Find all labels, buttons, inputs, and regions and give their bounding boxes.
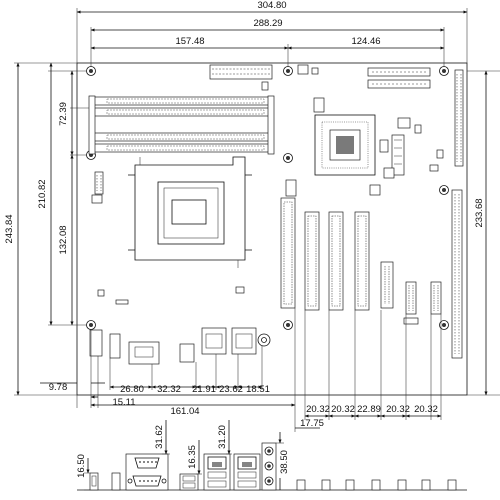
dim-top-second: 288.29 <box>253 18 282 29</box>
dim-io-38-50: 38.50 <box>279 450 290 474</box>
dim-bottom-26-80: 26.80 <box>120 384 144 395</box>
dim-top-left: 157.48 <box>175 36 204 47</box>
rear-io-dimension-lines <box>84 420 284 491</box>
expansion-slots <box>280 197 442 325</box>
dim-bottom-9-78: 9.78 <box>49 382 68 393</box>
small-components <box>91 97 444 305</box>
dim-slot-1: 20.32 <box>306 404 330 415</box>
dim-left-middle: 210.82 <box>37 179 48 208</box>
cpu-socket <box>128 156 252 268</box>
rear-io-side-view <box>77 442 467 491</box>
dim-io-16-35: 16.35 <box>187 445 198 469</box>
dim-io-31-20: 31.20 <box>217 425 228 449</box>
dim-io-31-62: 31.62 <box>154 425 165 449</box>
rear-io-top-view <box>89 327 271 365</box>
dim-left-upper: 72.39 <box>58 102 69 126</box>
extension-lines <box>14 8 500 432</box>
right-edge-headers <box>451 69 464 359</box>
dim-bottom-21-91: 21.91 <box>192 384 216 395</box>
dim-top-right: 124.46 <box>351 36 380 47</box>
dim-io-16-50: 16.50 <box>76 454 87 478</box>
memory-slots <box>88 95 275 155</box>
chipset <box>314 114 376 176</box>
dim-bottom-161-04: 161.04 <box>170 406 199 417</box>
dim-bottom-18-51: 18.51 <box>246 384 270 395</box>
dim-left-lower: 132.08 <box>58 225 69 254</box>
dim-bottom-32-32: 32.32 <box>157 384 181 395</box>
dim-left-outer: 243.84 <box>4 214 15 243</box>
dim-top-overall: 304.80 <box>257 0 286 11</box>
dim-slot-5: 20.32 <box>414 404 438 415</box>
dim-bottom-15-11: 15.11 <box>112 397 135 408</box>
dim-right-side: 233.68 <box>474 198 485 227</box>
dim-bottom-23-62: 23.62 <box>219 384 243 395</box>
top-header-connectors <box>209 64 431 91</box>
dim-bottom-17-75: 17.75 <box>300 418 324 429</box>
dim-slot-2: 20.32 <box>331 404 355 415</box>
dim-slot-4: 20.32 <box>386 404 410 415</box>
mounting-holes <box>86 66 449 330</box>
dim-slot-3: 22.89 <box>357 404 381 415</box>
board-outline <box>76 62 468 396</box>
